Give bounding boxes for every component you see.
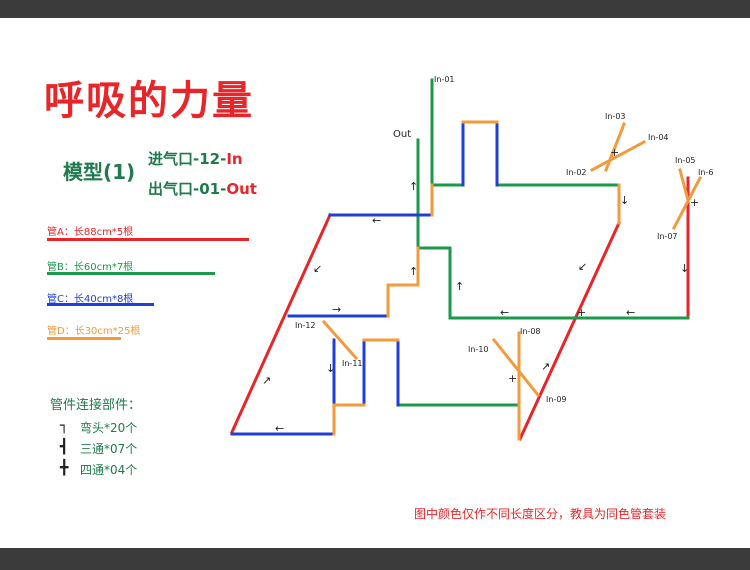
pipe-a-label: 管A：长88cm*5根 xyxy=(47,227,134,238)
cross-fitting-icon: + xyxy=(690,196,699,209)
pipe-d-label: 管D：长30cm*25根 xyxy=(47,326,141,337)
pipe-b-label: 管B：长60cm*7根 xyxy=(47,262,134,273)
arrow-icon: ↓ xyxy=(326,362,335,375)
inlet-label: 进气口-12-In xyxy=(148,148,243,169)
cross-icon: ╋ xyxy=(60,460,69,476)
pipe-d-bar xyxy=(47,337,121,340)
part-elbow: 弯头*20个 xyxy=(80,421,138,435)
pipe-a-bar xyxy=(47,238,249,241)
port-label: In-05 xyxy=(675,156,696,165)
arrow-icon: ↑ xyxy=(455,280,464,293)
arrow-icon: ← xyxy=(275,422,284,435)
arrow-icon: → xyxy=(332,303,341,316)
outlet-prefix: 出气口-01- xyxy=(148,180,227,198)
port-label: In-11 xyxy=(342,359,363,368)
arrow-icon: ↙ xyxy=(578,260,587,273)
port-label: In-04 xyxy=(648,133,669,142)
top-band xyxy=(0,0,750,18)
part-tee: 三通*07个 xyxy=(80,442,138,456)
parts-title: 管件连接部件： xyxy=(50,398,142,413)
pipe-red-left xyxy=(230,213,332,434)
port-label: In-07 xyxy=(657,232,678,241)
inlet-prefix: 进气口-12- xyxy=(148,150,227,168)
arrow-icon: ↓ xyxy=(620,194,629,207)
port-label: In-10 xyxy=(468,345,489,354)
pipe-in-07 xyxy=(671,175,703,231)
arrow-icon: ← xyxy=(500,306,509,319)
pipe-c-bar xyxy=(47,303,154,306)
arrow-icon: ↓ xyxy=(680,262,689,275)
arrow-icon: ↑ xyxy=(409,265,418,278)
port-label: In-03 xyxy=(605,112,626,121)
pipe-orange-steps xyxy=(386,246,420,318)
pipe-in-03 xyxy=(604,122,626,172)
port-label: In-12 xyxy=(295,321,316,330)
tee-icon: ┫ xyxy=(60,439,69,455)
cross-fitting-icon: + xyxy=(508,372,517,385)
arrow-icon: ↗ xyxy=(541,360,550,373)
footnote: 图中颜色仅作不同长度区分，教具为同色管套装 xyxy=(414,507,667,521)
pipe-in-02 xyxy=(589,139,647,173)
part-cross: 四通*04个 xyxy=(80,463,138,477)
port-label: Out xyxy=(393,129,411,140)
cross-fitting-icon: + xyxy=(610,146,619,159)
bottom-band xyxy=(0,548,750,570)
port-label: In-08 xyxy=(520,327,541,336)
port-label: In-02 xyxy=(566,168,587,177)
model-label: 模型(1) xyxy=(63,160,136,184)
cross-fitting-icon: + xyxy=(577,306,586,319)
elbow-icon: ┐ xyxy=(60,418,69,434)
page-title: 呼吸的力量 xyxy=(44,78,254,124)
port-label: In-01 xyxy=(434,75,455,84)
port-label: In-09 xyxy=(546,395,567,404)
arrow-icon: ← xyxy=(372,214,381,227)
outlet-label: 出气口-01-Out xyxy=(148,178,257,199)
pipe-in-05 xyxy=(678,168,690,202)
pipe-in-12 xyxy=(321,319,359,361)
pipe-in-10 xyxy=(491,337,541,398)
arrow-icon: ↗ xyxy=(262,374,271,387)
arrow-icon: ← xyxy=(626,306,635,319)
arrow-icon: ↑ xyxy=(409,180,418,193)
outlet-suffix: Out xyxy=(226,180,257,198)
arrow-icon: ↙ xyxy=(313,262,322,275)
pipe-red-mid xyxy=(518,221,621,441)
pipe-b-bar xyxy=(47,272,215,275)
inlet-suffix: In xyxy=(226,150,243,168)
pipe-c-label: 管C：长40cm*8根 xyxy=(47,294,134,305)
port-label: In-6 xyxy=(698,168,713,177)
